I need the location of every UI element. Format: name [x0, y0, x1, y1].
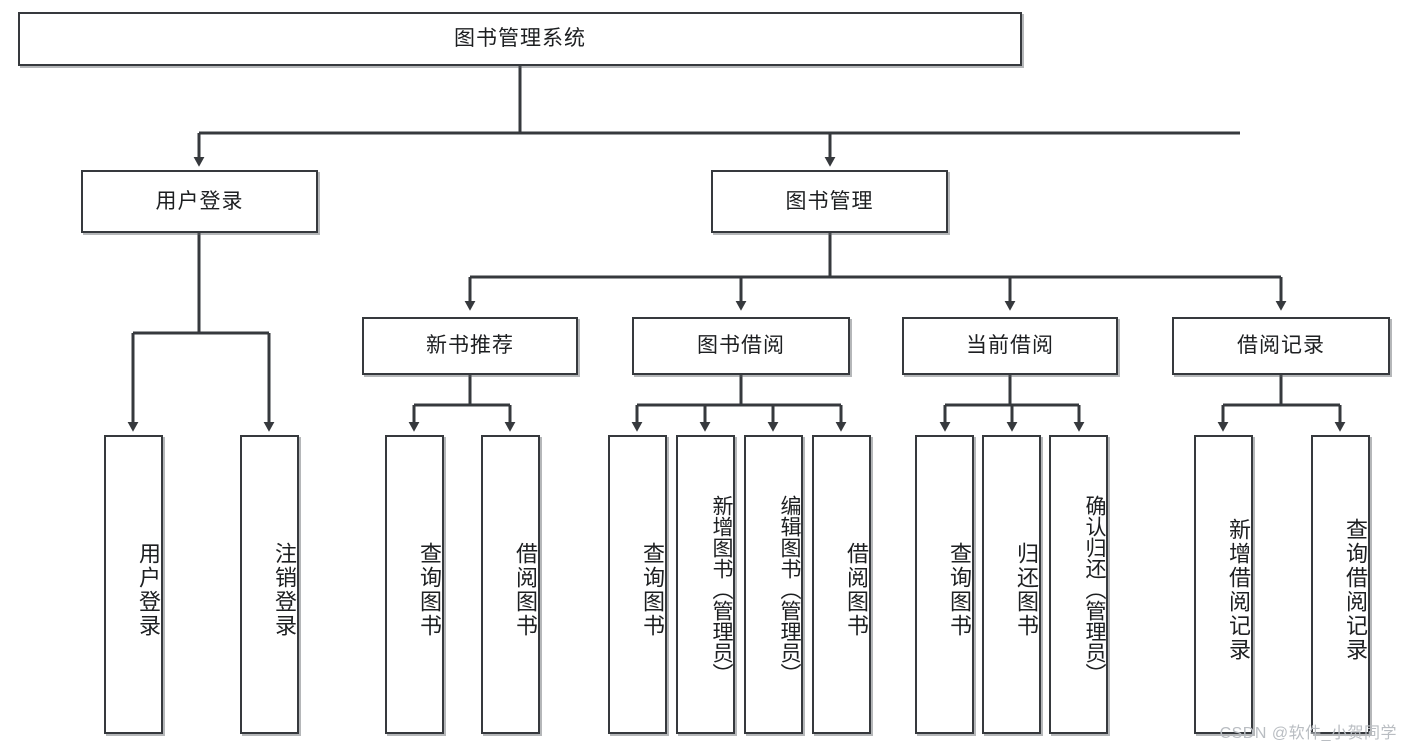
node-leaf-query-book-1[interactable]: 查询图书 [385, 435, 444, 734]
node-label: 用户登录 [136, 541, 161, 638]
node-label: 图书管理系统 [454, 27, 586, 51]
node-label: 借阅记录 [1237, 334, 1325, 358]
node-label: 新增图书（管理员） [710, 495, 733, 684]
watermark: CSDN @软件_小贺同学 [1219, 725, 1397, 742]
node-current-borrow[interactable]: 当前借阅 [902, 317, 1118, 375]
node-leaf-add-record[interactable]: 新增借阅记录 [1194, 435, 1253, 734]
node-leaf-return-book[interactable]: 归还图书 [982, 435, 1041, 734]
node-label: 借阅图书 [844, 541, 869, 638]
node-leaf-confirm-return[interactable]: 确认归还（管理员） [1049, 435, 1108, 734]
node-new-book-recommend[interactable]: 新书推荐 [362, 317, 578, 375]
node-label: 新增借阅记录 [1226, 517, 1251, 662]
node-label: 借阅图书 [513, 541, 538, 638]
node-book-manage[interactable]: 图书管理 [711, 170, 948, 233]
node-leaf-query-book-2[interactable]: 查询图书 [608, 435, 667, 734]
node-book-borrow[interactable]: 图书借阅 [632, 317, 850, 375]
node-label: 查询图书 [640, 541, 665, 638]
node-leaf-add-book[interactable]: 新增图书（管理员） [676, 435, 735, 734]
node-label: 查询图书 [947, 541, 972, 638]
node-leaf-borrow-book-2[interactable]: 借阅图书 [812, 435, 871, 734]
node-label: 用户登录 [155, 189, 244, 213]
node-leaf-user-login[interactable]: 用户登录 [104, 435, 163, 734]
node-label: 查询借阅记录 [1343, 517, 1368, 662]
node-label: 确认归还（管理员） [1083, 495, 1106, 684]
node-label: 编辑图书（管理员） [778, 495, 801, 684]
node-leaf-user-logout[interactable]: 注销登录 [240, 435, 299, 734]
node-label: 注销登录 [272, 541, 297, 638]
node-label: 归还图书 [1014, 541, 1039, 638]
node-borrow-record[interactable]: 借阅记录 [1172, 317, 1390, 375]
node-label: 当前借阅 [966, 334, 1054, 358]
node-leaf-query-book-3[interactable]: 查询图书 [915, 435, 974, 734]
node-user-login[interactable]: 用户登录 [81, 170, 318, 233]
node-label: 新书推荐 [426, 334, 514, 358]
node-label: 图书管理 [785, 189, 874, 213]
node-label: 图书借阅 [697, 334, 785, 358]
node-leaf-edit-book[interactable]: 编辑图书（管理员） [744, 435, 803, 734]
node-label: 查询图书 [417, 541, 442, 638]
node-book-management-system[interactable]: 图书管理系统 [18, 12, 1022, 66]
node-leaf-query-record[interactable]: 查询借阅记录 [1311, 435, 1370, 734]
node-leaf-borrow-book-1[interactable]: 借阅图书 [481, 435, 540, 734]
